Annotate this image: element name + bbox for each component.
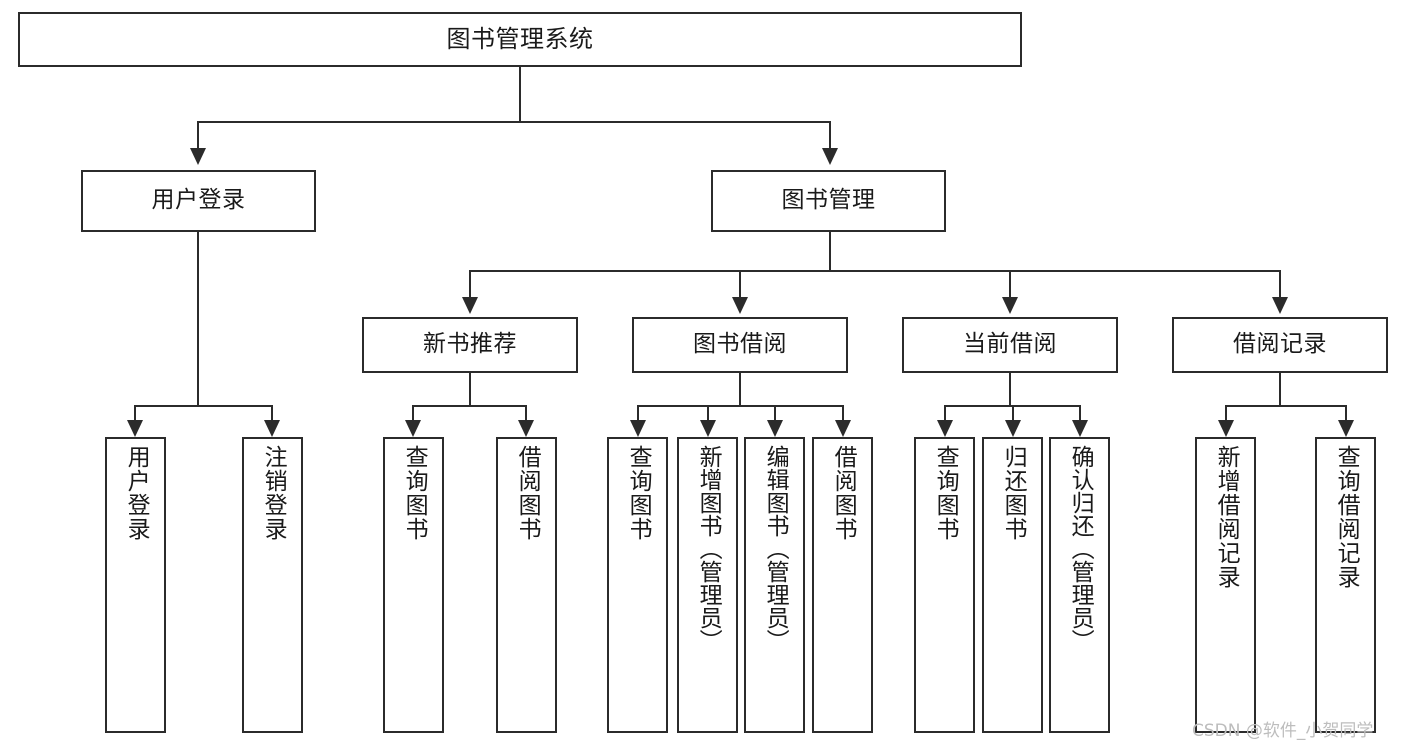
- connector-drop-current-borrow: [1009, 270, 1011, 298]
- node-label: 新增图书（管理员）: [695, 445, 722, 652]
- node-label: 新书推荐: [423, 331, 517, 358]
- connector-user-login-stem: [197, 232, 199, 406]
- connector-drop-leaf-bb-1: [707, 405, 709, 421]
- connector-drop-leaf-user-login: [134, 405, 136, 421]
- connector-drop-leaf-cb-2: [1079, 405, 1081, 421]
- node-root-book-management-system[interactable]: 图书管理系统: [18, 12, 1022, 67]
- connector-root-stem: [519, 67, 521, 122]
- leaf-new-book-borrow-book[interactable]: 借阅图书: [496, 437, 557, 733]
- node-label: 归还图书: [1000, 445, 1027, 541]
- connector-drop-leaf-bb-2: [774, 405, 776, 421]
- node-book-borrow[interactable]: 图书借阅: [632, 317, 848, 373]
- node-label: 用户登录: [151, 187, 246, 214]
- connector-drop-leaf-nbr-0: [412, 405, 414, 421]
- leaf-book-borrow-edit-book-admin[interactable]: 编辑图书（管理员）: [744, 437, 805, 733]
- arrowhead-leaf-nbr-1: [518, 420, 534, 437]
- leaf-borrow-record-add-record[interactable]: 新增借阅记录: [1195, 437, 1256, 733]
- connector-drop-leaf-bb-3: [842, 405, 844, 421]
- connector-drop-leaf-br-1: [1345, 405, 1347, 421]
- leaf-user-login-login[interactable]: 用户登录: [105, 437, 166, 733]
- arrowhead-leaf-cb-0: [937, 420, 953, 437]
- node-current-borrow[interactable]: 当前借阅: [902, 317, 1118, 373]
- arrowhead-leaf-bb-1: [700, 420, 716, 437]
- arrowhead-book-borrow: [732, 297, 748, 314]
- connector-level3-bus: [469, 270, 1281, 272]
- arrowhead-user-login: [190, 148, 206, 165]
- arrowhead-leaf-bb-3: [835, 420, 851, 437]
- node-label: 当前借阅: [963, 331, 1057, 358]
- connector-drop-borrow-record: [1279, 270, 1281, 298]
- connector-drop-leaf-nbr-1: [525, 405, 527, 421]
- connector-new-book-recommend-stem: [469, 373, 471, 406]
- connector-drop-leaf-cb-0: [944, 405, 946, 421]
- leaf-current-borrow-query-book[interactable]: 查询图书: [914, 437, 975, 733]
- node-borrow-record[interactable]: 借阅记录: [1172, 317, 1388, 373]
- connector-book-borrow-stem: [739, 373, 741, 406]
- connector-drop-book-borrow: [739, 270, 741, 298]
- node-label: 查询图书: [625, 445, 652, 541]
- node-label: 查询图书: [932, 445, 959, 541]
- node-label: 借阅图书: [830, 445, 857, 541]
- connector-drop-new-book-recommend: [469, 270, 471, 298]
- node-label: 图书管理: [781, 187, 876, 214]
- node-label: 查询借阅记录: [1333, 445, 1360, 589]
- csdn-watermark: CSDN @软件_小贺同学: [1192, 721, 1374, 741]
- connector-drop-leaf-br-0: [1225, 405, 1227, 421]
- connector-drop-book-management: [829, 121, 831, 149]
- connector-drop-leaf-bb-0: [637, 405, 639, 421]
- arrowhead-leaf-nbr-0: [405, 420, 421, 437]
- connector-borrow-record-leafbus: [1225, 405, 1345, 407]
- arrowhead-new-book-recommend: [462, 297, 478, 314]
- node-label: 新增借阅记录: [1213, 445, 1240, 589]
- arrowhead-leaf-bb-0: [630, 420, 646, 437]
- arrowhead-book-management: [822, 148, 838, 165]
- connector-new-book-recommend-leafbus: [412, 405, 527, 407]
- arrowhead-leaf-bb-2: [767, 420, 783, 437]
- node-label: 用户登录: [123, 445, 150, 541]
- leaf-borrow-record-query-record[interactable]: 查询借阅记录: [1315, 437, 1376, 733]
- arrowhead-leaf-logout: [264, 420, 280, 437]
- arrowhead-borrow-record: [1272, 297, 1288, 314]
- node-label: 图书管理系统: [446, 25, 594, 54]
- arrowhead-leaf-br-1: [1338, 420, 1354, 437]
- connector-level2-bus: [197, 121, 831, 123]
- connector-borrow-record-stem: [1279, 373, 1281, 406]
- node-label: 图书借阅: [693, 331, 787, 358]
- connector-user-login-leafbus: [134, 405, 273, 407]
- leaf-book-borrow-borrow-book[interactable]: 借阅图书: [812, 437, 873, 733]
- leaf-new-book-query-book[interactable]: 查询图书: [383, 437, 444, 733]
- arrowhead-leaf-cb-1: [1005, 420, 1021, 437]
- node-book-management[interactable]: 图书管理: [711, 170, 946, 232]
- node-label: 注销登录: [260, 445, 287, 541]
- connector-drop-leaf-cb-1: [1012, 405, 1014, 421]
- connector-current-borrow-stem: [1009, 373, 1011, 406]
- leaf-book-borrow-add-book-admin[interactable]: 新增图书（管理员）: [677, 437, 738, 733]
- node-user-login[interactable]: 用户登录: [81, 170, 316, 232]
- node-label: 查询图书: [401, 445, 428, 541]
- leaf-current-borrow-return-book[interactable]: 归还图书: [982, 437, 1043, 733]
- leaf-current-borrow-confirm-return-admin[interactable]: 确认归还（管理员）: [1049, 437, 1110, 733]
- connector-book-borrow-leafbus: [637, 405, 844, 407]
- arrowhead-current-borrow: [1002, 297, 1018, 314]
- node-label: 借阅图书: [514, 445, 541, 541]
- connector-drop-user-login: [197, 121, 199, 149]
- arrowhead-leaf-br-0: [1218, 420, 1234, 437]
- leaf-book-borrow-query-book[interactable]: 查询图书: [607, 437, 668, 733]
- leaf-user-login-logout[interactable]: 注销登录: [242, 437, 303, 733]
- arrowhead-leaf-user-login: [127, 420, 143, 437]
- node-label: 确认归还（管理员）: [1067, 445, 1094, 652]
- node-new-book-recommend[interactable]: 新书推荐: [362, 317, 578, 373]
- arrowhead-leaf-cb-2: [1072, 420, 1088, 437]
- connector-book-management-stem: [829, 232, 831, 271]
- connector-drop-leaf-logout: [271, 405, 273, 421]
- node-label: 编辑图书（管理员）: [762, 445, 789, 652]
- node-label: 借阅记录: [1233, 331, 1327, 358]
